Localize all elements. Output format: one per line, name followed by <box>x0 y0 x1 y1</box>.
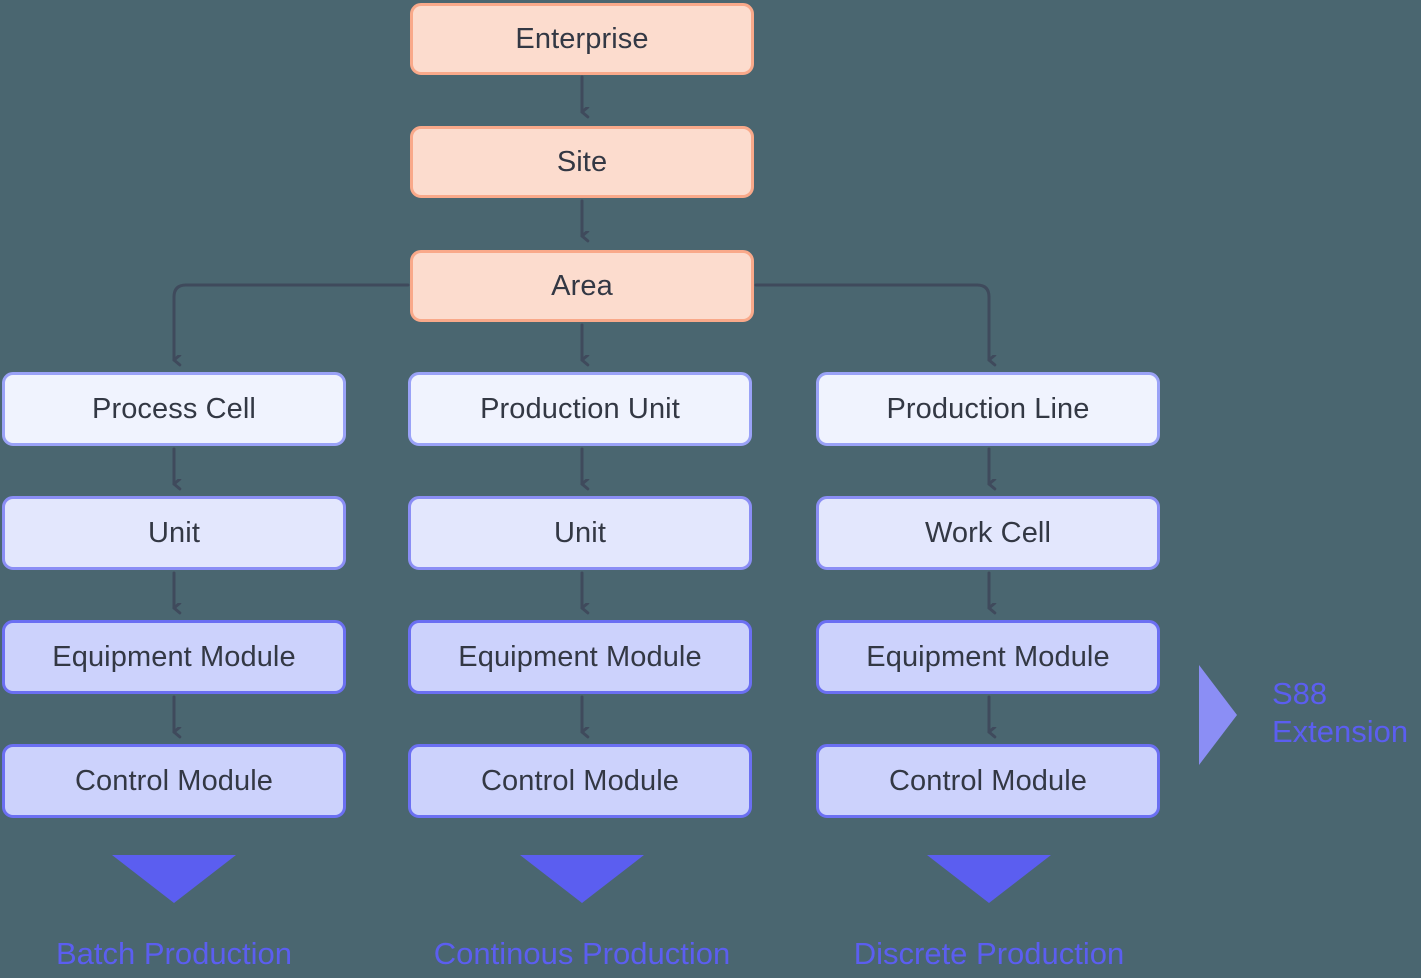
node-equipment-module-batch-label: Equipment Module <box>52 640 296 673</box>
outcome-label-continuous: Continous Production <box>433 936 731 971</box>
node-equipment-module-discrete-label: Equipment Module <box>866 640 1110 673</box>
node-process-cell-label: Process Cell <box>92 392 256 425</box>
node-area[interactable]: Area <box>410 250 754 322</box>
node-unit-continuous-label: Unit <box>554 516 606 549</box>
node-production-unit-label: Production Unit <box>480 392 680 425</box>
node-control-module-discrete-label: Control Module <box>888 764 1088 797</box>
node-equipment-module-batch[interactable]: Equipment Module <box>2 620 346 694</box>
node-process-cell[interactable]: Process Cell <box>2 372 346 446</box>
node-work-cell[interactable]: Work Cell <box>816 496 1160 570</box>
node-production-line-label: Production Line <box>886 392 1090 425</box>
s88-extension-line2: Extension <box>1272 714 1409 750</box>
node-control-module-batch-label: Control Module <box>74 764 274 797</box>
outcome-arrow-continuous <box>520 855 644 903</box>
s88-extension-label: S88 Extension <box>1272 675 1408 751</box>
edge-area-process-cell <box>174 283 410 360</box>
node-site-label: Site <box>556 145 608 178</box>
s88-extension-arrow-icon <box>1199 665 1237 765</box>
node-site[interactable]: Site <box>410 126 754 198</box>
node-unit-batch[interactable]: Unit <box>2 496 346 570</box>
outcome-label-batch: Batch Production <box>55 936 293 971</box>
outcome-arrow-discrete <box>927 855 1051 903</box>
node-equipment-module-continuous-label: Equipment Module <box>458 640 702 673</box>
node-unit-batch-label: Unit <box>148 516 200 549</box>
node-control-module-discrete[interactable]: Control Module <box>816 744 1160 818</box>
node-enterprise[interactable]: Enterprise <box>410 3 754 75</box>
outcome-label-discrete: Discrete Production <box>853 936 1125 971</box>
outcome-arrow-batch <box>112 855 236 903</box>
edge-area-production-line <box>754 283 989 360</box>
node-enterprise-label: Enterprise <box>515 22 649 55</box>
node-unit-continuous[interactable]: Unit <box>408 496 752 570</box>
node-work-cell-label: Work Cell <box>924 516 1052 549</box>
node-equipment-module-continuous[interactable]: Equipment Module <box>408 620 752 694</box>
s88-extension-line1: S88 <box>1272 676 1328 711</box>
node-control-module-continuous[interactable]: Control Module <box>408 744 752 818</box>
node-production-unit[interactable]: Production Unit <box>408 372 752 446</box>
node-control-module-batch[interactable]: Control Module <box>2 744 346 818</box>
node-equipment-module-discrete[interactable]: Equipment Module <box>816 620 1160 694</box>
node-production-line[interactable]: Production Line <box>816 372 1160 446</box>
node-area-label: Area <box>551 269 613 302</box>
node-control-module-continuous-label: Control Module <box>480 764 680 797</box>
